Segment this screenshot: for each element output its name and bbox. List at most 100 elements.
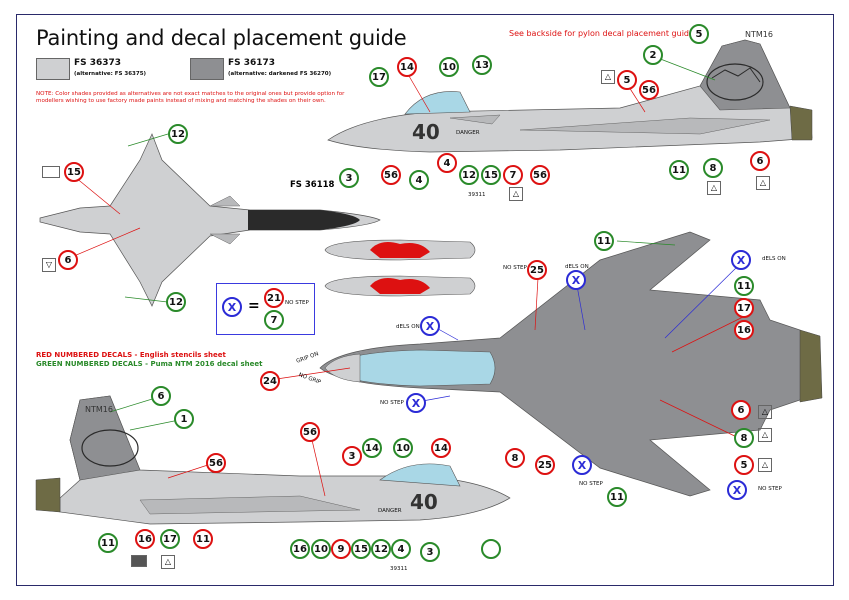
swatch-dark-alt: (alternative: darkened FS 36270) (228, 71, 332, 77)
tail-code-top: NTM16 (745, 30, 773, 39)
dome-icon (131, 555, 147, 567)
callout-top-side: 8 (703, 158, 723, 178)
side-profile-top (327, 39, 813, 153)
callout-bottom-side: 56 (300, 422, 320, 442)
callout-bottom-side: 16 (135, 529, 155, 549)
x-callout-7: 7 (264, 310, 284, 330)
callout-bottom-view: X (406, 393, 426, 413)
callout-bottom-side: 1 (174, 409, 194, 429)
callout-bottom-view: X (566, 270, 586, 290)
top-view (39, 133, 381, 307)
callout-bottom-view: 16 (734, 320, 754, 340)
callout-top-side: 56 (530, 165, 550, 185)
warning-triangle-icon: △ (758, 458, 772, 472)
stencil-no-step-3: NO STEP (579, 481, 603, 487)
legend-green: GREEN NUMBERED DECALS - Puma NTM 2016 de… (36, 360, 263, 368)
drop-tanks (324, 239, 476, 297)
tail-code-bottom: NTM16 (85, 405, 113, 414)
callout-bottom-side: 4 (391, 539, 411, 559)
callout-bottom-side: 10 (393, 438, 413, 458)
callout-bottom-view: 25 (535, 455, 555, 475)
callout-top-side: 4 (409, 170, 429, 190)
nose-number-top: 40 (412, 120, 440, 144)
serial-bottom: 39311 (390, 566, 408, 572)
stencil-dels-3: dELS ON (396, 324, 420, 330)
callout-top-side: 10 (439, 57, 459, 77)
callout-bottom-side: 15 (351, 539, 371, 559)
danger-label-top: DANGER (456, 130, 480, 136)
callout-top-side: 15 (481, 165, 501, 185)
callout-bottom-side: 11 (193, 529, 213, 549)
callout-bottom-side: 14 (431, 438, 451, 458)
callout-bottom-side: 3 (420, 542, 440, 562)
callout-bottom-view: 6 (731, 400, 751, 420)
warning-triangle-icon: △ (758, 405, 772, 419)
danger-label-bottom: DANGER (378, 508, 402, 514)
callout-bottom-side (481, 539, 501, 559)
callout-top-side: 6 (750, 151, 770, 171)
callout-bottom-side: 56 (206, 453, 226, 473)
callout-bottom-side: 11 (98, 533, 118, 553)
callout-top-side: 2 (643, 45, 663, 65)
callout-top-side: 56 (381, 165, 401, 185)
warning-triangle-icon: △ (756, 176, 770, 190)
callout-top-side: 5 (617, 70, 637, 90)
callout-top-side: 12 (459, 165, 479, 185)
callout-bottom-view: 5 (734, 455, 754, 475)
stencil-no-step-1: NO STEP (503, 265, 527, 271)
backside-note: See backside for pylon decal placement g… (509, 29, 697, 38)
x-no-step: NO STEP (285, 300, 309, 306)
callout-bottom-view: 11 (734, 276, 754, 296)
callout-bottom-side: 16 (290, 539, 310, 559)
callout-bottom-view: 17 (734, 298, 754, 318)
swatch-light-name: FS 36373 (74, 58, 122, 68)
leader-lines (73, 75, 748, 497)
callout-top-side: 11 (669, 160, 689, 180)
x-callout-21: 21 (264, 288, 284, 308)
stencil-dels-2: dELS ON (762, 256, 786, 262)
callout-top-side: 14 (397, 57, 417, 77)
swatch-dark (190, 58, 224, 80)
warning-triangle-icon: △ (509, 187, 523, 201)
stencil-no-step-2: NO STEP (380, 400, 404, 406)
bottom-view (319, 231, 823, 497)
callout-bottom-side: 10 (311, 539, 331, 559)
callout-bottom-view: 24 (260, 371, 280, 391)
callout-top-side: 3 (339, 168, 359, 188)
callout-top-side: 5 (689, 24, 709, 44)
callout-top-view: 6 (58, 250, 78, 270)
callout-bottom-view: X (731, 250, 751, 270)
callout-bottom-side: 12 (371, 539, 391, 559)
warning-triangle-icon: △ (601, 70, 615, 84)
fs36118-label: FS 36118 (290, 180, 335, 190)
x-legend-box (216, 283, 315, 335)
callout-top-side: 13 (472, 55, 492, 75)
callout-top-side: 56 (639, 80, 659, 100)
callout-bottom-view: 8 (505, 448, 525, 468)
callout-bottom-view: X (727, 480, 747, 500)
warning-triangle-icon: △ (161, 555, 175, 569)
x-symbol: X (222, 297, 242, 317)
stencil-dels-1: dELS ON (565, 264, 589, 270)
callout-top-side: 4 (437, 153, 457, 173)
callout-bottom-side: 6 (151, 386, 171, 406)
callout-bottom-view: X (572, 455, 592, 475)
triangle-icon: ▽ (42, 258, 56, 272)
x-equals: = (248, 298, 260, 314)
side-profile-bottom (35, 395, 511, 525)
callout-bottom-side: 17 (160, 529, 180, 549)
dome-icon (42, 166, 60, 178)
stencil-no-step-4: NO STEP (758, 486, 782, 492)
callout-top-view: 12 (166, 292, 186, 312)
serial-top: 39311 (468, 192, 486, 198)
callout-bottom-side: 3 (342, 446, 362, 466)
swatch-dark-name: FS 36173 (228, 58, 276, 68)
callout-top-side: 7 (503, 165, 523, 185)
callout-bottom-side: 14 (362, 438, 382, 458)
callout-bottom-view: 11 (594, 231, 614, 251)
swatch-light (36, 58, 70, 80)
callout-top-view: 12 (168, 124, 188, 144)
nose-number-bottom: 40 (410, 490, 438, 514)
callout-bottom-view: 25 (527, 260, 547, 280)
